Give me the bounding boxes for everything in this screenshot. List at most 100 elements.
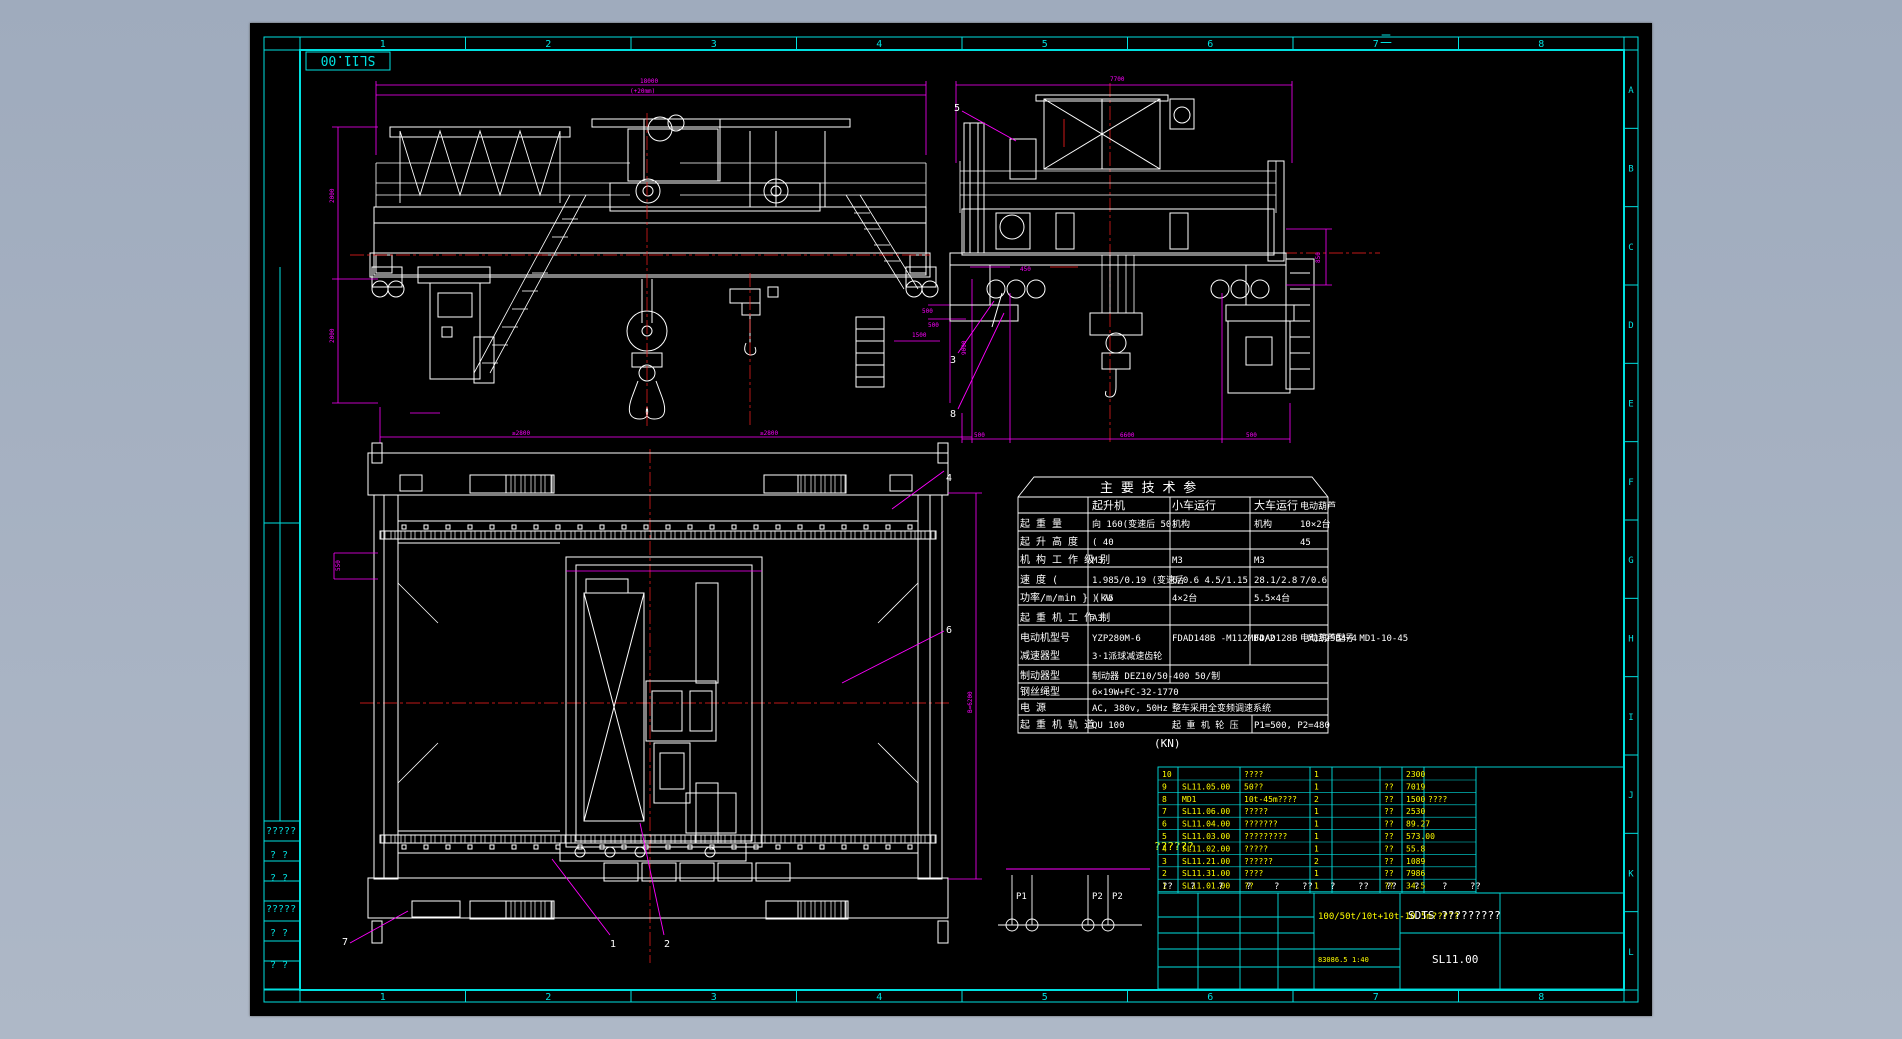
bom-header-cell: ? <box>1330 882 1335 892</box>
column-label-bottom: 5 <box>1042 992 1048 1003</box>
svg-text:P2: P2 <box>1112 892 1123 902</box>
left-strip-labels: ????? ? ? ? ? ????? ? ? ? ? <box>266 826 296 971</box>
tech-table-cell: P1=500, P2=480 <box>1254 721 1330 731</box>
bom-cell: 5 <box>1162 832 1167 841</box>
bom-cell: ????? <box>1244 807 1268 816</box>
tech-table-cell: ) 75 <box>1092 594 1114 604</box>
svg-text:大车运行: 大车运行 <box>1254 498 1298 512</box>
tech-table-cell: 起 升 高 度 <box>1020 535 1078 548</box>
balloon-5: 5 <box>954 103 960 114</box>
svg-text:850: 850 <box>1315 252 1322 263</box>
bom-header: ????????????????? <box>1162 882 1481 892</box>
tech-table-cell: 电动葫芦型号 MD1-10-45 <box>1300 632 1408 644</box>
bom-cell: ????? <box>1244 844 1268 853</box>
svg-text:P1: P1 <box>1016 892 1027 902</box>
bom-cell: ?? <box>1384 882 1394 891</box>
tech-table-cell: 28.1/2.8 <box>1254 576 1297 586</box>
column-label-top: 4 <box>876 39 882 50</box>
tech-table-cell: 45 <box>1300 538 1311 548</box>
balloon-3: 3 <box>950 355 956 366</box>
svg-text:? ?: ? ? <box>270 850 288 861</box>
svg-text:500: 500 <box>1246 432 1257 439</box>
bom-cell: ????????? <box>1244 832 1288 841</box>
svg-text:? ?: ? ? <box>270 928 288 939</box>
svg-text:电动葫芦: 电动葫芦 <box>1300 500 1336 512</box>
tech-table-cell: FDAD148B -M112MB4/2 <box>1172 634 1275 644</box>
svg-text:?????: ????? <box>266 826 296 837</box>
drawing-weight: 83086.5 <box>1318 956 1348 964</box>
tech-table-cell: 整车采用全变频调速系统 <box>1172 702 1271 714</box>
bom-cell: 10 <box>1162 770 1172 779</box>
tech-table-cell: 电动机型号 <box>1020 631 1070 644</box>
row-label: A <box>1628 86 1634 96</box>
svg-text:9000: 9000 <box>961 340 968 355</box>
svg-text:? ?: ? ? <box>270 873 288 884</box>
tech-table-cell: 4×2台 <box>1172 592 1197 604</box>
column-label-top: 1 <box>380 39 386 50</box>
company-name: SDTS ????????? <box>1408 909 1501 922</box>
tech-table-cell: 6/0.6 4.5/1.15 <box>1172 576 1248 586</box>
balloon-1: 1 <box>610 939 616 950</box>
bom-cell: 1 <box>1314 832 1319 841</box>
svg-text:小车运行: 小车运行 <box>1172 498 1216 512</box>
drawing-scale: 1:40 <box>1352 956 1369 964</box>
bom-header-cell: ? <box>1442 882 1447 892</box>
part-balloon-leaders <box>349 110 1017 944</box>
plan-view <box>367 442 949 944</box>
bom-cell: ?? <box>1244 882 1254 891</box>
balloon-6: 6 <box>946 625 952 636</box>
bom-cell: 89.27 <box>1406 820 1430 829</box>
bom-cell: ?? <box>1384 869 1394 878</box>
bom-cell: 2 <box>1314 857 1319 866</box>
svg-text:2000: 2000 <box>329 328 336 343</box>
tech-table-title: 主 要 技 术 参 <box>1100 480 1196 496</box>
bom-cell: 4 <box>1162 844 1167 853</box>
side-elevation-dim-text: 7700 6600 500 500 850 450 <box>974 76 1322 439</box>
balloon-4: 4 <box>946 473 952 484</box>
balloon-8: 8 <box>950 409 956 420</box>
row-label: L <box>1628 948 1633 958</box>
row-label: B <box>1628 165 1633 175</box>
bom-cell: ?? <box>1384 820 1394 829</box>
bom-header-cell: ?? <box>1358 882 1369 892</box>
column-label-bottom: 7 <box>1373 992 1379 1003</box>
bom-cell: 9 <box>1162 782 1167 791</box>
tech-table-cell: 1.985/0.19 (变速后 <box>1092 574 1184 586</box>
tech-table-cell: M3 <box>1172 556 1183 566</box>
svg-text:500: 500 <box>922 308 933 315</box>
bom-cell: ?? <box>1384 782 1394 791</box>
tech-table-cell: 7/0.6 <box>1300 576 1327 586</box>
bom-cell: 2 <box>1314 795 1319 804</box>
bom-cell: MD1 <box>1182 795 1197 804</box>
tech-table-cell: 起 重 机 轮 压 <box>1172 719 1239 731</box>
svg-text:?????: ????? <box>266 904 296 915</box>
tech-table-cell: 电 源 <box>1020 701 1046 714</box>
row-label: E <box>1628 400 1633 410</box>
svg-text:7700: 7700 <box>1110 76 1125 83</box>
row-label: D <box>1628 321 1633 331</box>
column-label-top: 6 <box>1207 39 1213 50</box>
bom-cell: 50?? <box>1244 782 1263 791</box>
bom-cell: 6 <box>1162 820 1167 829</box>
tech-parameter-table <box>1017 476 1329 734</box>
bom-cell: 1 <box>1314 882 1319 891</box>
column-label-bottom: 1 <box>380 992 386 1003</box>
bom-cell: ?? <box>1384 807 1394 816</box>
bom-cell: 1 <box>1162 882 1167 891</box>
front-elevation-dim-text: 18000 (+20mm) ≥2800 ≥2800 2000 2000 9000… <box>329 78 968 437</box>
column-label-bottom: 6 <box>1207 992 1213 1003</box>
tech-unit-note: (KN) <box>1154 737 1181 750</box>
balloon-2: 2 <box>664 939 670 950</box>
bom-table-grid <box>1157 766 1625 990</box>
tech-table-cell: A3 <box>1092 614 1103 624</box>
wheel-load-diagram: ?????? P1 P2 P2 <box>998 840 1194 932</box>
svg-text:(+20mm): (+20mm) <box>630 88 655 95</box>
bom-header-cell: ?? <box>1302 882 1313 892</box>
side-elevation-view <box>949 94 1315 398</box>
bom-cell: SL11.31.00 <box>1182 869 1230 878</box>
